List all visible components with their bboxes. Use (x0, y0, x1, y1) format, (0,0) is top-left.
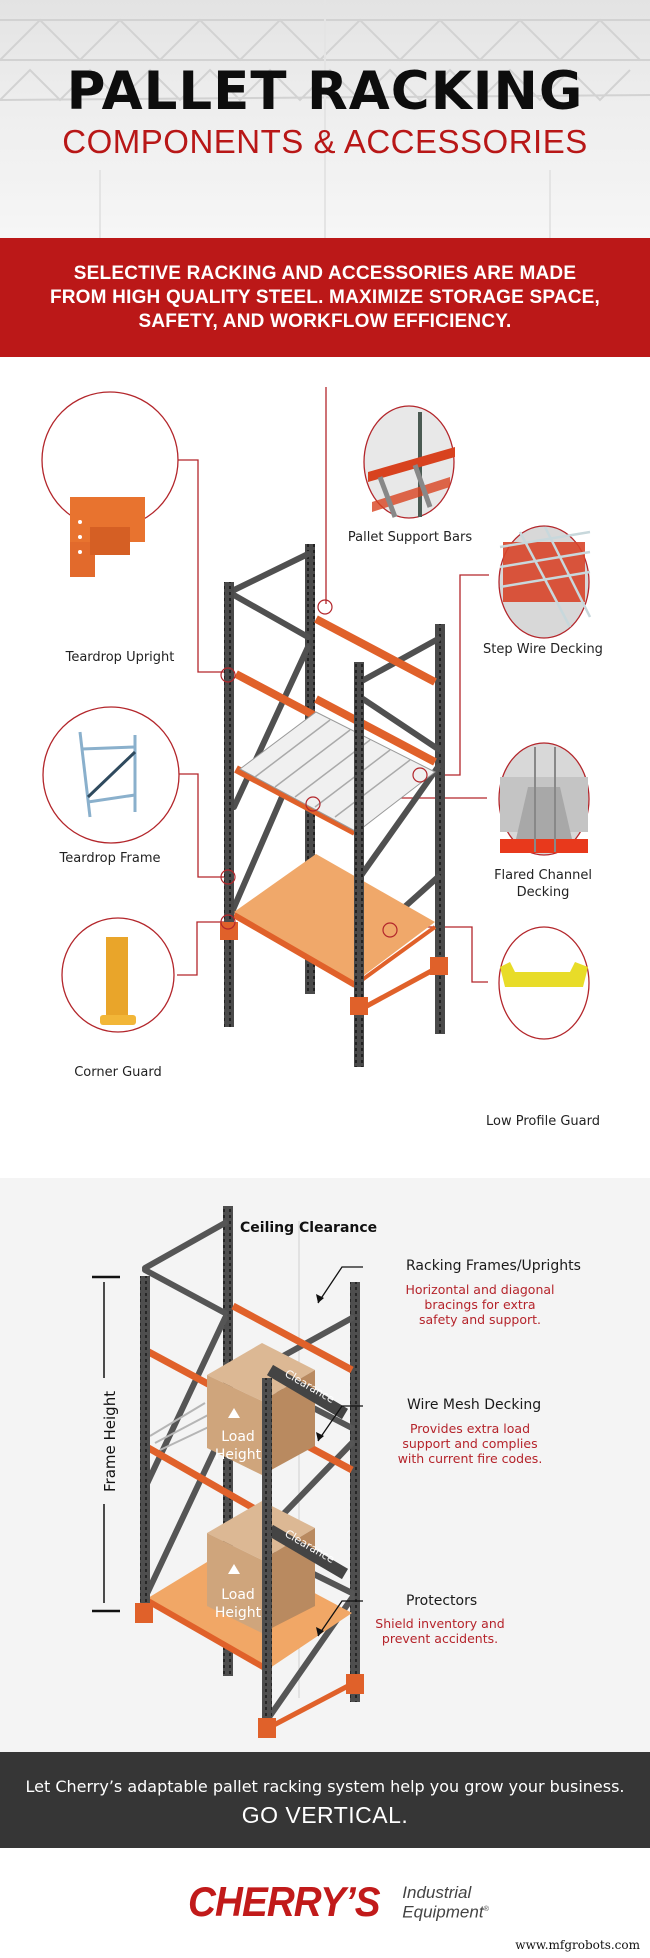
rack-dimensions-section: Ceiling Clearance Frame Height Clearance… (0, 1178, 650, 1752)
intro-band: SELECTIVE RACKING AND ACCESSORIES ARE MA… (0, 238, 650, 357)
ceiling-clearance-label: Ceiling Clearance (240, 1220, 378, 1236)
component-label-step-wire-decking: Step Wire Decking (483, 642, 603, 657)
component-label-pallet-support-bars: Pallet Support Bars (347, 530, 473, 545)
callout-desc-racking-frames: Horizontal and diagonal bracings for ext… (405, 1282, 555, 1327)
page-subtitle: COMPONENTS & ACCESSORIES (62, 123, 588, 160)
cta-text: Let Cherry’s adaptable pallet racking sy… (25, 1777, 625, 1796)
cta-band: Let Cherry’s adaptable pallet racking sy… (0, 1752, 650, 1848)
load-height-label-upper: Load Height (214, 1429, 262, 1463)
component-label-flared-channel-decking: Flared Channel Decking (494, 868, 592, 900)
intro-text: SELECTIVE RACKING AND ACCESSORIES ARE MA… (49, 262, 601, 332)
components-section: Pallet Support Bars Teardrop Upright Ste… (0, 357, 650, 1178)
callout-desc-wire-mesh-decking: Provides extra load support and complies… (397, 1421, 543, 1466)
rack-components-illustration (41, 387, 592, 1067)
company-logo: CHERRY’S Industrial Equipment® (188, 1880, 489, 1924)
component-label-low-profile-guard: Low Profile Guard (486, 1114, 600, 1129)
logo-tagline: Industrial Equipment® (402, 1883, 489, 1922)
rack-dimensions-diagram (92, 1206, 364, 1738)
component-label-teardrop-frame: Teardrop Frame (59, 851, 161, 866)
watermark: www.mfgrobots.com (515, 1938, 640, 1952)
callout-desc-protectors: Shield inventory and prevent accidents. (375, 1616, 505, 1646)
cta-headline: GO VERTICAL. (241, 1802, 409, 1828)
component-label-teardrop-upright: Teardrop Upright (65, 650, 175, 665)
frame-height-label: Frame Height (101, 1390, 119, 1492)
logo-brand: CHERRY’S (188, 1878, 381, 1925)
callout-title-protectors: Protectors (406, 1593, 478, 1609)
warehouse-ceiling-background (0, 0, 650, 238)
page-title: PALLET RACKING (66, 61, 584, 122)
callout-title-racking-frames: Racking Frames/Uprights (406, 1258, 581, 1274)
component-label-corner-guard: Corner Guard (74, 1065, 162, 1080)
callout-title-wire-mesh-decking: Wire Mesh Decking (407, 1397, 542, 1413)
hero-header: PALLET RACKING COMPONENTS & ACCESSORIES (0, 0, 650, 238)
load-height-label-lower: Load Height (214, 1587, 262, 1621)
